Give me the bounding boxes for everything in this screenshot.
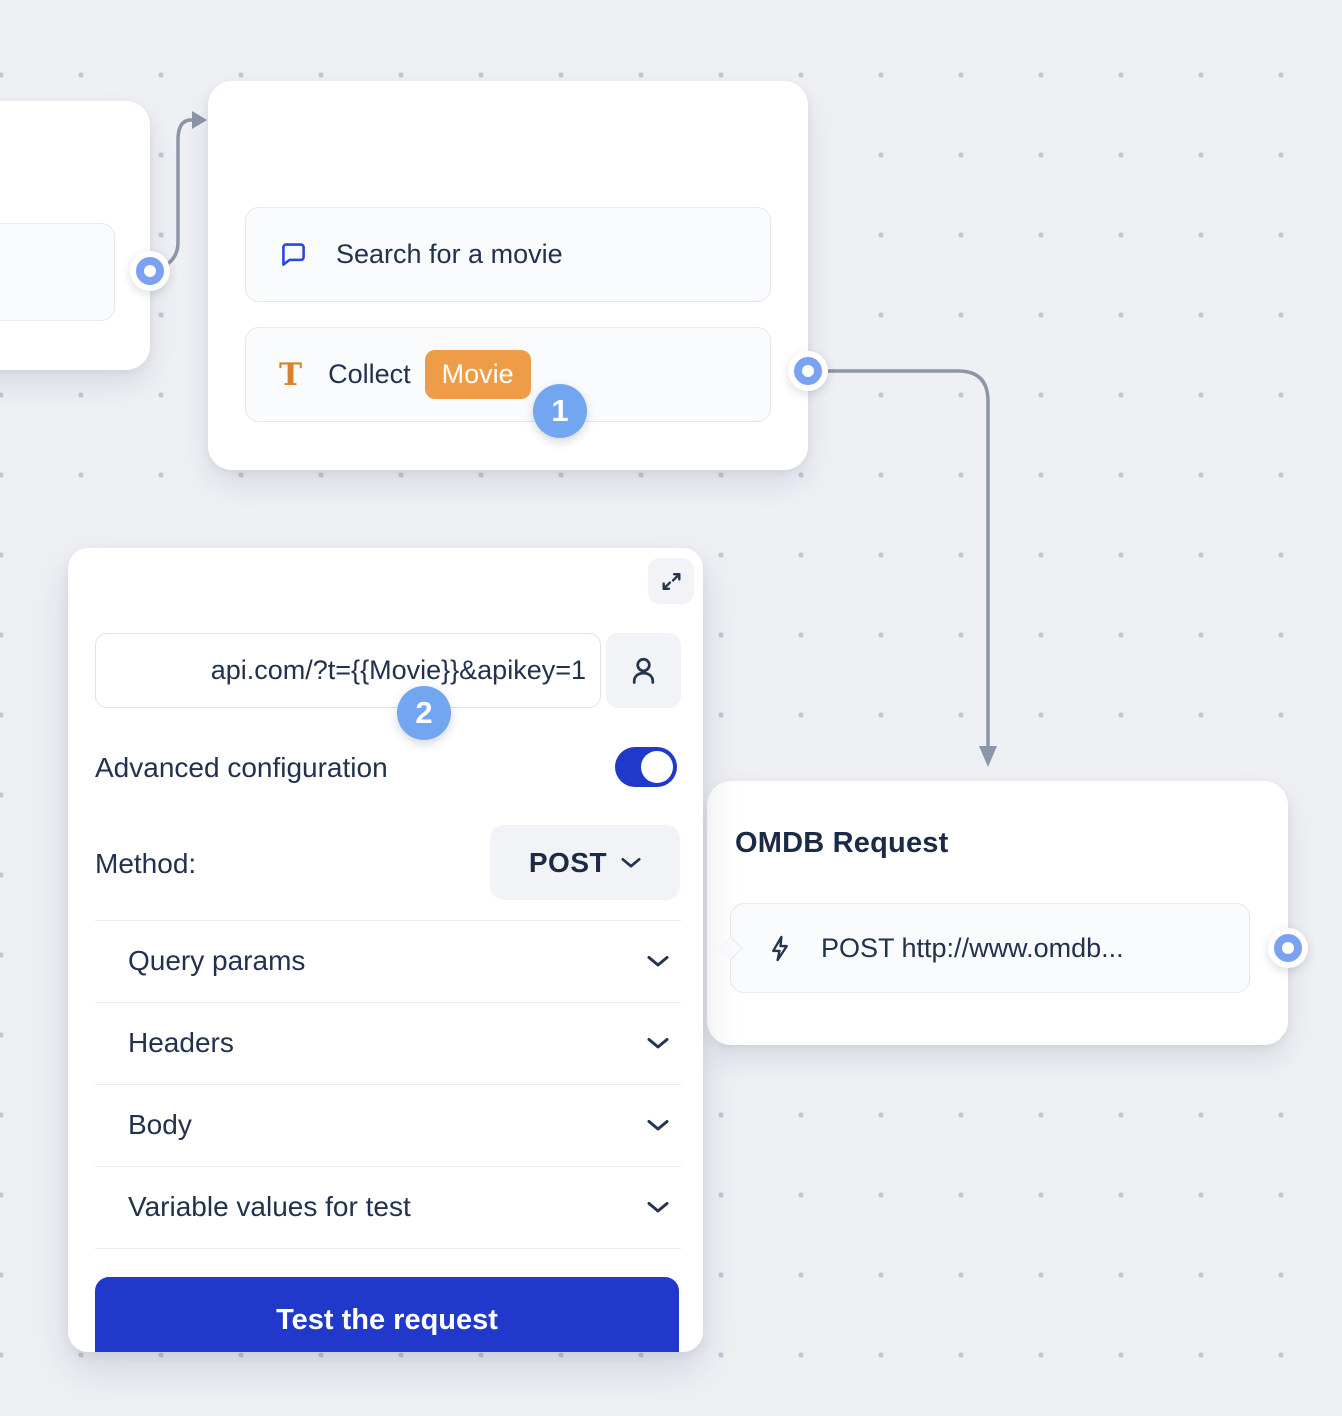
lightning-icon bbox=[764, 933, 795, 964]
collect-block-label: Collect bbox=[328, 359, 411, 389]
variable-chip-movie: Movie bbox=[424, 350, 531, 399]
output-port-ring bbox=[1274, 934, 1302, 962]
output-port-ring bbox=[794, 357, 822, 385]
webhook-url-value: api.com/?t={{Movie}}&apikey=1 bbox=[210, 655, 586, 685]
output-port[interactable] bbox=[130, 251, 170, 291]
expand-button[interactable] bbox=[648, 558, 694, 604]
toggle-knob bbox=[641, 751, 673, 783]
method-dropdown[interactable]: POST bbox=[490, 825, 680, 900]
section-headers[interactable]: Headers bbox=[95, 1002, 681, 1084]
divider bbox=[95, 1084, 681, 1085]
text-input-T-icon: T bbox=[279, 356, 303, 393]
output-port[interactable] bbox=[788, 351, 828, 391]
webhook-block-row[interactable]: POST http://www.omdb... bbox=[718, 903, 1250, 993]
output-port[interactable] bbox=[1268, 928, 1308, 968]
divider bbox=[95, 1166, 681, 1167]
expand-diagonal-arrows-icon bbox=[662, 572, 680, 590]
chevron-down-icon bbox=[647, 1037, 681, 1050]
movie-search-node-card[interactable]: Movie search Search for a movie T Collec… bbox=[208, 81, 808, 470]
node-title: OMDB Request bbox=[735, 827, 949, 859]
section-label: Variable values for test bbox=[128, 1191, 411, 1222]
section-label: Body bbox=[128, 1109, 192, 1140]
partial-node-card[interactable] bbox=[0, 101, 150, 370]
chevron-down-icon bbox=[647, 1201, 681, 1214]
section-label: Query params bbox=[128, 945, 306, 976]
step-badge-1: 1 bbox=[533, 384, 587, 438]
collect-block-row[interactable]: T Collect Movie bbox=[245, 327, 771, 422]
chevron-down-icon bbox=[647, 955, 681, 968]
user-variables-button[interactable] bbox=[606, 633, 681, 708]
method-label: Method: bbox=[95, 848, 197, 879]
method-value: POST bbox=[528, 846, 608, 878]
chevron-down-icon bbox=[621, 857, 641, 868]
webhook-block-label: POST http://www.omdb... bbox=[821, 932, 1124, 963]
webhook-config-panel[interactable]: api.com/?t={{Movie}}&apikey=1 Advanced c… bbox=[68, 548, 703, 1352]
divider bbox=[95, 1002, 681, 1003]
message-block-row[interactable]: Search for a movie bbox=[245, 207, 771, 302]
section-label: Headers bbox=[128, 1027, 234, 1058]
divider bbox=[95, 1248, 681, 1249]
chat-bubble-icon bbox=[277, 238, 310, 271]
message-block-label: Search for a movie bbox=[336, 239, 563, 269]
output-port-ring bbox=[136, 257, 164, 285]
user-icon bbox=[632, 657, 655, 684]
partial-node-row[interactable] bbox=[0, 223, 115, 321]
webhook-url-input[interactable]: api.com/?t={{Movie}}&apikey=1 bbox=[95, 633, 601, 708]
step-badge-2: 2 bbox=[397, 686, 451, 740]
omdb-request-node-card[interactable]: OMDB Request POST http://www.omdb... bbox=[707, 781, 1288, 1045]
section-query-params[interactable]: Query params bbox=[95, 920, 681, 1002]
section-variable-values[interactable]: Variable values for test bbox=[95, 1166, 681, 1248]
block-input-port[interactable] bbox=[718, 936, 743, 961]
advanced-configuration-toggle[interactable] bbox=[615, 747, 677, 787]
section-body[interactable]: Body bbox=[95, 1084, 681, 1166]
divider bbox=[95, 920, 681, 921]
chevron-down-icon bbox=[647, 1119, 681, 1132]
advanced-configuration-label: Advanced configuration bbox=[95, 752, 388, 783]
test-request-button[interactable]: Test the request bbox=[95, 1277, 679, 1352]
